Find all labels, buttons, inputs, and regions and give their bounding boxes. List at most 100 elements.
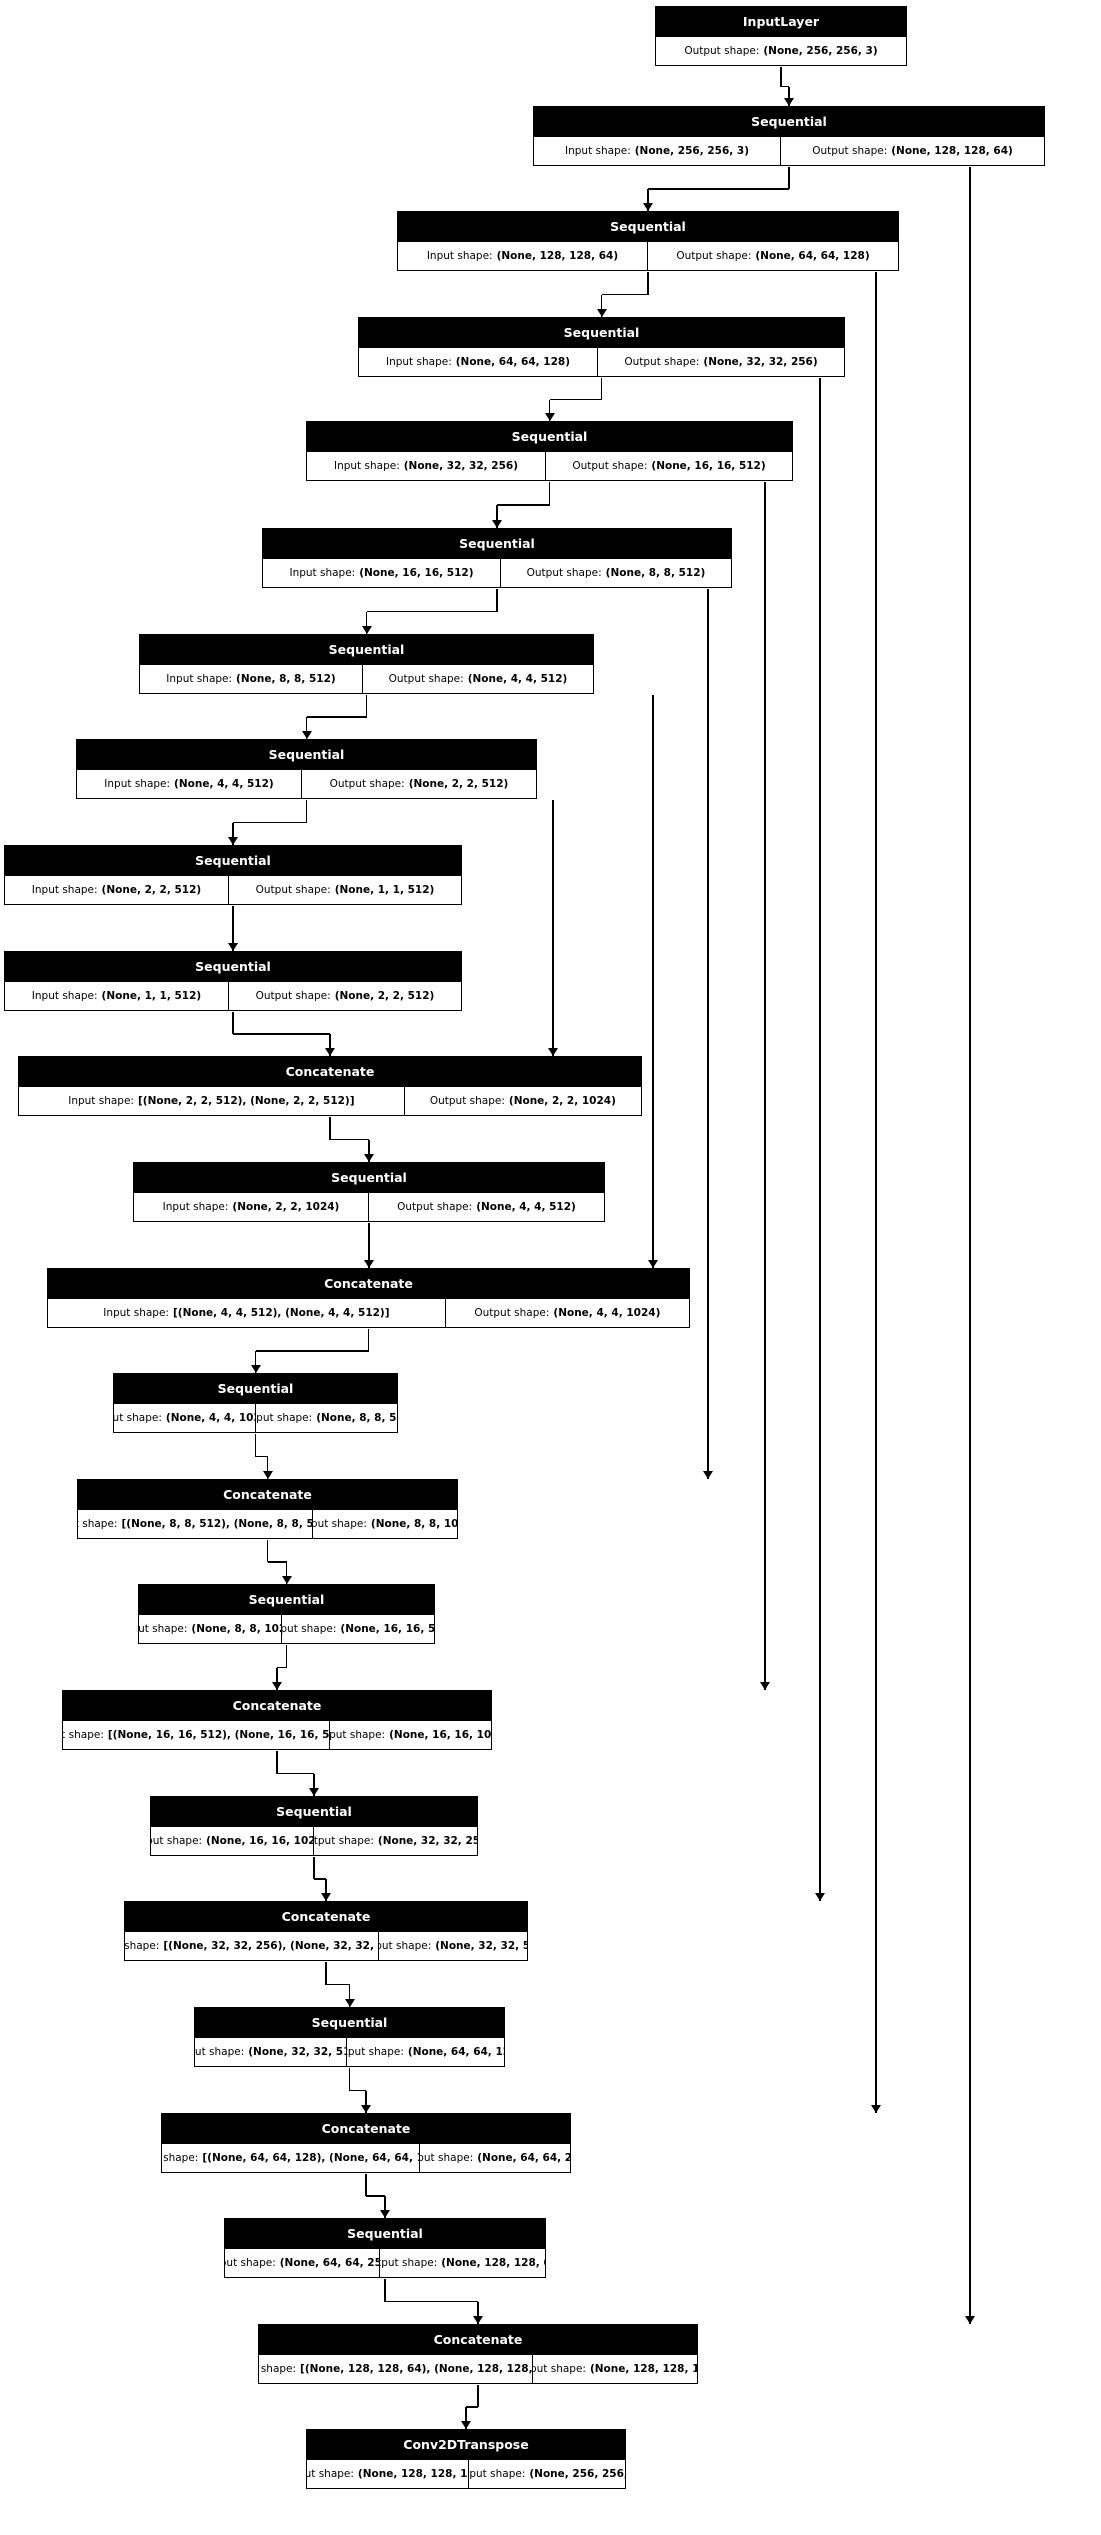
edge-seq_up_3-seg1 (254, 1434, 257, 1457)
node-output-shape-seq_up_3: Output shape:(None, 8, 8, 512) (256, 1404, 397, 1432)
input-shape-label: Input shape: (68, 1095, 134, 1107)
skip-arrowhead-concat_2 (648, 1260, 658, 1268)
input-shape-value: [(None, 4, 4, 512), (None, 4, 4, 512)] (172, 1307, 390, 1319)
output-shape-value: (None, 8, 8, 512) (605, 567, 706, 579)
node-output-shape-seq_down_8: Output shape:(None, 1, 1, 512) (229, 876, 461, 904)
arrowhead-seq_down_6 (361, 626, 372, 634)
edge-concat_6-seg1 (365, 2174, 367, 2196)
node-output-shape-concat_6: Output shape:(None, 64, 64, 256) (420, 2144, 570, 2172)
output-shape-value: (None, 4, 4, 512) (476, 1201, 576, 1213)
node-input-shape-seq_down_1: Input shape:(None, 256, 256, 3) (534, 137, 782, 165)
edge-seq_down_3-seg1 (600, 378, 603, 400)
arrowhead-seq_up_1 (228, 943, 238, 951)
node-input-shape-conv2d_transpose: Input shape:(None, 128, 128, 128) (307, 2460, 469, 2488)
skip-arrowhead-concat_7 (965, 2316, 975, 2324)
edge-seq_down_2-seg2 (601, 293, 648, 296)
node-title-seq_up_4: Sequential (139, 1585, 434, 1615)
node-title-conv2d_transpose: Conv2DTranspose (307, 2430, 625, 2460)
output-shape-value: (None, 16, 16, 1024) (389, 1729, 491, 1741)
input-shape-value: (None, 2, 2, 512) (101, 884, 202, 896)
node-title-seq_up_3: Sequential (114, 1374, 397, 1404)
edge-concat_5-seg1 (325, 1962, 327, 1985)
input-shape-label: Input shape: (114, 1412, 162, 1424)
skip-arrowhead-concat_1 (548, 1048, 558, 1056)
arrowhead-concat_6 (361, 2105, 371, 2113)
edge-seq_up_4-seg2 (277, 1666, 287, 1669)
edge-seq_up_7-seg1 (384, 2279, 386, 2302)
node-input-shape-seq_down_5: Input shape:(None, 16, 16, 512) (263, 559, 501, 587)
node-title-seq_up_6: Sequential (195, 2008, 504, 2038)
arrowhead-seq_up_5 (309, 1788, 319, 1796)
node-body-conv2d_transpose: Input shape:(None, 128, 128, 128)Output … (307, 2460, 625, 2488)
input-shape-label: Input shape: (289, 567, 356, 579)
node-input-shape-seq_up_7: Input shape:(None, 64, 64, 256) (225, 2249, 381, 2277)
edge-seq_down_4-seg3 (496, 505, 498, 528)
node-body-seq_down_4: Input shape:(None, 32, 32, 256)Output sh… (307, 452, 792, 480)
skip-edge-seq_down_3-to-concat_5 (819, 378, 821, 1901)
edge-concat_6-seg3 (384, 2196, 386, 2218)
edge-seq_down_4-seg2 (497, 504, 550, 506)
node-body-seq_up_7: Input shape:(None, 64, 64, 256)Output sh… (225, 2249, 545, 2277)
skip-edge-seq_down_1-to-concat_7 (969, 167, 971, 2324)
node-output-shape-seq_down_7: Output shape:(None, 2, 2, 512) (302, 770, 536, 798)
graph-node-conv2d_transpose[interactable]: Conv2DTransposeInput shape:(None, 128, 1… (306, 2429, 626, 2489)
input-shape-value: (None, 256, 256, 3) (634, 145, 750, 157)
node-input-shape-seq_down_7: Input shape:(None, 4, 4, 512) (77, 770, 303, 798)
node-output-shape-concat_4: Output shape:(None, 16, 16, 1024) (330, 1721, 491, 1749)
node-input-shape-seq_up_4: Input shape:(None, 8, 8, 1024) (139, 1615, 283, 1643)
node-body-input_layer: Output shape:(None, 256, 256, 3) (656, 37, 906, 65)
arrowhead-seq_down_4 (544, 413, 555, 421)
node-body-seq_up_1: Input shape:(None, 1, 1, 512)Output shap… (5, 982, 461, 1010)
edge-concat_3-seg1 (266, 1540, 269, 1562)
input-shape-label: Input shape: (385, 356, 452, 368)
arrowhead-concat_7 (473, 2316, 483, 2324)
output-shape-label: Output shape: (329, 1729, 386, 1741)
node-body-seq_up_2: Input shape:(None, 2, 2, 1024)Output sha… (134, 1193, 604, 1221)
node-output-shape-seq_up_2: Output shape:(None, 4, 4, 512) (369, 1193, 604, 1221)
edge-concat_2-seg2 (255, 1350, 369, 1352)
skip-edge-seq_down_5-to-concat_3 (707, 589, 709, 1479)
edge-seq_up_4-seg1 (285, 1645, 288, 1668)
node-input-shape-concat_6: Input shape:[(None, 64, 64, 128), (None,… (162, 2144, 420, 2172)
output-shape-label: Output shape: (526, 567, 602, 579)
input-shape-value: (None, 32, 32, 512) (248, 2046, 346, 2058)
node-body-concat_7: Input shape:[(None, 128, 128, 64), (None… (259, 2355, 697, 2383)
skip-edge-seq_down_4-to-concat_4 (764, 482, 766, 1690)
output-shape-value: (None, 8, 8, 512) (316, 1412, 397, 1424)
node-title-seq_up_5: Sequential (151, 1797, 477, 1827)
edge-concat_4-seg1 (276, 1751, 278, 1774)
node-title-seq_down_5: Sequential (263, 529, 731, 559)
arrowhead-conv2d_transpose (461, 2421, 471, 2429)
edge-seq_up_3-seg3 (266, 1456, 269, 1479)
edge-concat_1-seg3 (368, 1139, 370, 1162)
skip-edge-seq_down_7-to-concat_1 (552, 800, 554, 1056)
edge-seq_down_7-seg1 (305, 800, 308, 823)
edge-input_layer-seg1 (780, 67, 782, 87)
edge-seq_down_1-seg3 (647, 189, 649, 211)
node-body-seq_up_4: Input shape:(None, 8, 8, 1024)Output sha… (139, 1615, 434, 1643)
